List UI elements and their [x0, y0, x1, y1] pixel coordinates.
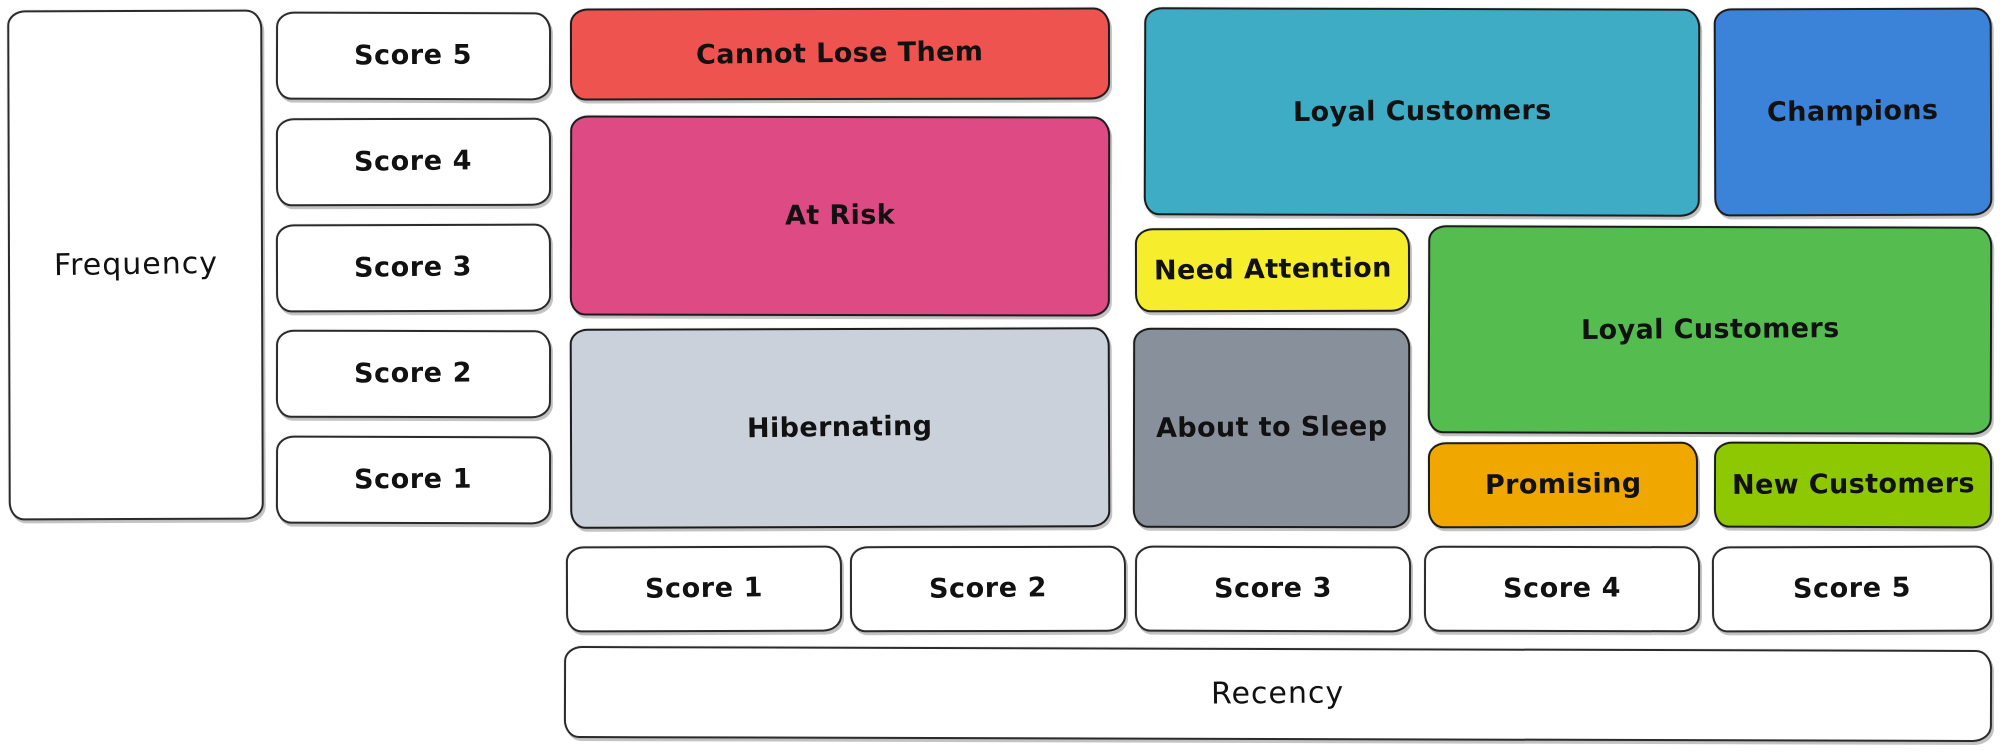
frequency-score-2[interactable]: Score 2: [275, 329, 552, 419]
recency-score-3[interactable]: Score 3: [1134, 545, 1412, 633]
segment-champions[interactable]: Champions: [1713, 7, 1993, 217]
frequency-score-5-label: Score 5: [354, 40, 473, 72]
recency-score-1-label: Score 1: [644, 572, 764, 606]
segment-hibernating[interactable]: Hibernating: [569, 327, 1111, 529]
frequency-score-1[interactable]: Score 1: [275, 435, 552, 525]
frequency-score-4-label: Score 4: [354, 145, 473, 179]
frequency-score-2-label: Score 2: [354, 357, 473, 390]
recency-score-4-label: Score 4: [1502, 572, 1622, 605]
recency-score-3-label: Score 3: [1213, 573, 1333, 605]
segment-about-to-sleep-label: About to Sleep: [1155, 411, 1388, 445]
recency-axis-text: Recency: [1211, 675, 1345, 712]
segment-at-risk[interactable]: At Risk: [569, 115, 1111, 317]
segment-champions-label: Champions: [1767, 95, 1939, 129]
recency-score-5-label: Score 5: [1792, 572, 1912, 606]
recency-score-4[interactable]: Score 4: [1423, 545, 1701, 633]
frequency-score-5[interactable]: Score 5: [275, 11, 552, 101]
recency-axis-label: Recency: [563, 646, 1993, 742]
frequency-score-1-label: Score 1: [354, 464, 473, 496]
segment-hibernating-label: Hibernating: [747, 411, 933, 445]
segment-new-customers[interactable]: New Customers: [1713, 441, 1993, 529]
segment-cannot-lose-them[interactable]: Cannot Lose Them: [569, 7, 1111, 101]
segment-need-attention[interactable]: Need Attention: [1134, 227, 1411, 313]
recency-score-2-label: Score 2: [928, 572, 1048, 606]
frequency-axis-label: Frequency: [7, 9, 264, 521]
segment-loyal-customers-teal-label: Loyal Customers: [1292, 95, 1552, 129]
segment-loyal-customers-teal[interactable]: Loyal Customers: [1143, 7, 1701, 217]
frequency-axis-text: Frequency: [53, 245, 218, 283]
frequency-score-3-label: Score 3: [354, 251, 473, 285]
segment-promising[interactable]: Promising: [1427, 441, 1699, 529]
segment-new-customers-label: New Customers: [1731, 468, 1975, 502]
segment-promising-label: Promising: [1484, 468, 1642, 502]
segment-cannot-lose-them-label: Cannot Lose Them: [696, 36, 984, 72]
segment-at-risk-label: At Risk: [784, 200, 896, 232]
frequency-score-3[interactable]: Score 3: [275, 223, 552, 313]
segment-loyal-customers-green[interactable]: Loyal Customers: [1427, 225, 1993, 435]
recency-score-2[interactable]: Score 2: [849, 545, 1127, 633]
recency-score-5[interactable]: Score 5: [1711, 545, 1993, 633]
segment-loyal-customers-green-label: Loyal Customers: [1580, 313, 1840, 347]
segment-need-attention-label: Need Attention: [1153, 253, 1392, 287]
recency-score-1[interactable]: Score 1: [565, 545, 843, 633]
frequency-score-4[interactable]: Score 4: [275, 117, 552, 207]
segment-about-to-sleep[interactable]: About to Sleep: [1132, 327, 1411, 529]
